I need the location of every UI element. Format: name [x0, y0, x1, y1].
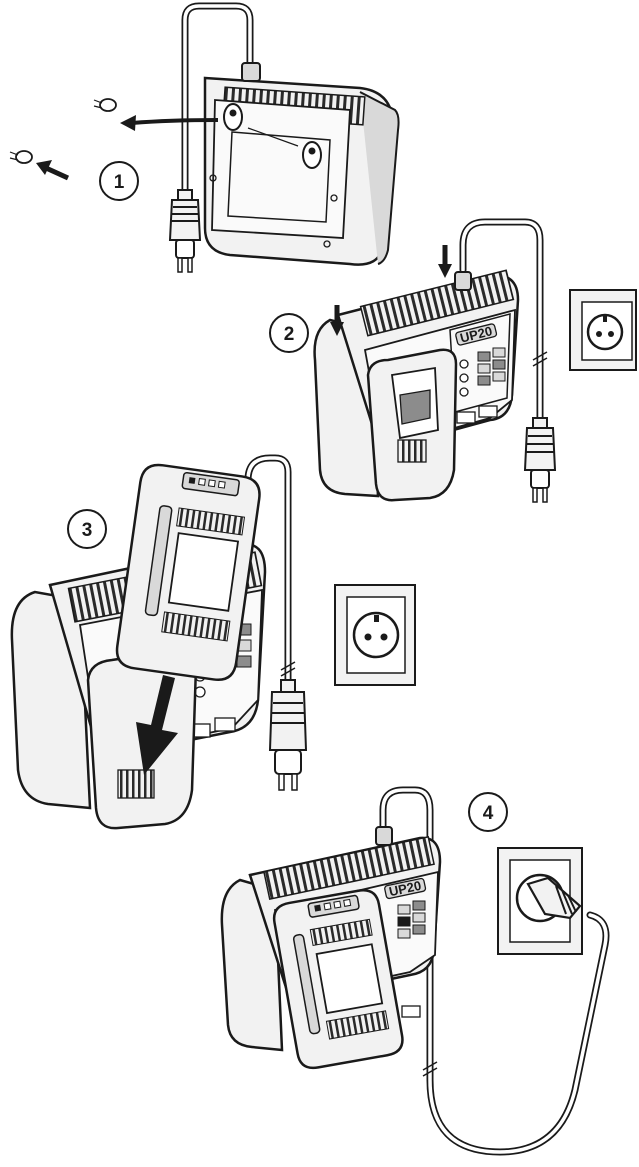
step-1-badge — [99, 161, 139, 201]
power-plug — [168, 189, 202, 273]
step-1-number: 1 — [114, 172, 125, 193]
step-4-group: UP20 — [220, 786, 610, 1156]
brand-label: UP20 — [388, 878, 423, 899]
charger-front-view: UP20 — [313, 269, 520, 502]
step-2-badge — [269, 313, 309, 353]
step-1-group: 1 — [9, 2, 400, 273]
step-2-number: 2 — [284, 324, 295, 345]
power-plug — [523, 417, 557, 503]
step-4-number: 4 — [483, 803, 494, 824]
curved-arrow — [131, 118, 219, 125]
status-leds — [459, 347, 506, 397]
step-4-badge — [468, 792, 508, 832]
wall-socket-with-plug — [497, 847, 583, 955]
step-3-badge — [67, 509, 107, 549]
charger-back-view — [203, 62, 400, 266]
step-3-group: 3 — [10, 454, 416, 830]
wall-socket — [334, 584, 416, 686]
wall-screw — [9, 150, 33, 164]
battery-pack — [272, 889, 404, 1070]
battery-pack — [115, 463, 261, 682]
status-leds — [397, 900, 426, 939]
insert-arrow — [136, 675, 178, 775]
wall-screw — [93, 98, 117, 112]
straight-arrow — [44, 165, 70, 181]
step-3-number: 3 — [82, 520, 93, 541]
wall-socket — [569, 289, 637, 371]
step-2-group: UP20 — [269, 218, 637, 503]
power-plug — [268, 679, 308, 791]
